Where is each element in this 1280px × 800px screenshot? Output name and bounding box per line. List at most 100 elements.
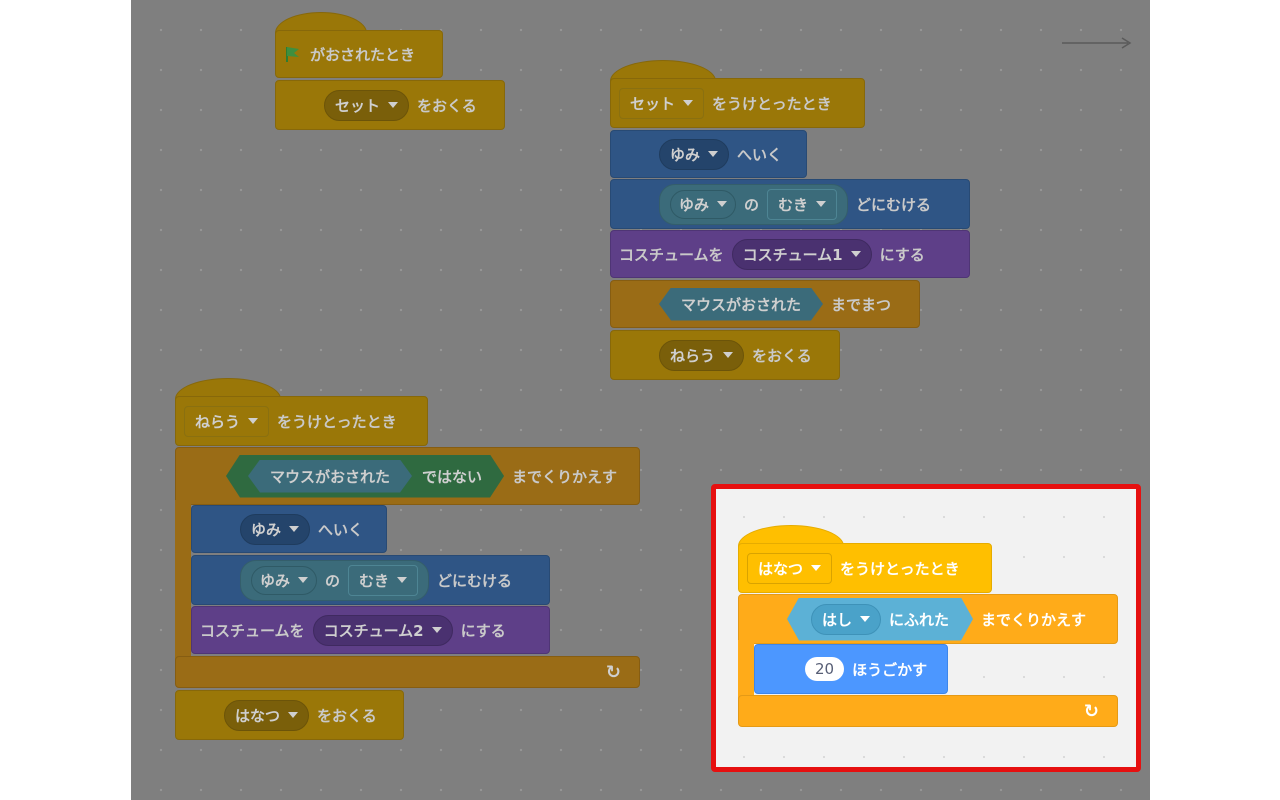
when-receive-block[interactable]: セット をうけとったとき	[610, 78, 865, 128]
when-flag-clicked-block[interactable]: がおされたとき	[275, 30, 443, 78]
broadcast-block[interactable]: ねらう をおくる	[610, 330, 840, 380]
costume-dropdown[interactable]: コスチューム2	[312, 614, 453, 646]
block-label: ほうごかす	[852, 660, 928, 679]
broadcast-block[interactable]: セット をおくる	[275, 80, 505, 130]
repeat-arm	[738, 640, 754, 700]
switch-costume-block[interactable]: コスチュームを コスチューム1 にする	[610, 230, 970, 278]
dropdown-value: コスチューム1	[742, 245, 843, 264]
property-dropdown[interactable]: むき	[767, 188, 838, 220]
target-dropdown[interactable]: ゆみ	[659, 138, 730, 170]
go-to-block[interactable]: ゆみ へいく	[191, 505, 387, 553]
repeat-bottom: ↻	[738, 695, 1118, 727]
repeat-arm	[175, 500, 191, 660]
when-receive-block[interactable]: ねらう をうけとったとき	[175, 396, 428, 446]
block-label: をおくる	[417, 96, 477, 115]
message-dropdown[interactable]: セット	[619, 87, 705, 119]
target-dropdown[interactable]: ゆみ	[240, 513, 311, 545]
arrow-icon	[1062, 37, 1132, 49]
switch-costume-block[interactable]: コスチュームを コスチューム2 にする	[191, 606, 550, 654]
dropdown-arrow-icon	[397, 577, 408, 583]
block-label: までくりかえす	[512, 467, 618, 486]
dropdown-arrow-icon	[288, 712, 299, 718]
green-flag-icon	[286, 47, 299, 62]
loop-arrow-icon: ↻	[605, 661, 621, 683]
touching-label: にふれた	[889, 610, 950, 629]
dropdown-value: はなつ	[235, 706, 281, 725]
message-dropdown[interactable]: ねらう	[659, 339, 745, 371]
dropdown-arrow-icon	[717, 201, 728, 207]
block-label: をうけとったとき	[840, 559, 960, 578]
object-dropdown[interactable]: ゆみ	[251, 565, 318, 595]
steps-input[interactable]: 20	[805, 657, 845, 681]
touching-condition[interactable]: はし にふれた	[787, 598, 973, 641]
touching-dropdown[interactable]: はし	[811, 604, 881, 635]
message-dropdown[interactable]: はなつ	[747, 552, 833, 584]
costume-dropdown[interactable]: コスチューム1	[731, 238, 872, 270]
dropdown-arrow-icon	[248, 418, 259, 424]
when-receive-block[interactable]: はなつ をうけとったとき	[738, 543, 992, 593]
dropdown-arrow-icon	[850, 251, 861, 257]
dropdown-arrow-icon	[723, 352, 734, 358]
dropdown-arrow-icon	[298, 577, 309, 583]
block-label: をおくる	[317, 706, 377, 725]
dropdown-value: ねらう	[195, 412, 241, 431]
dropdown-arrow-icon	[431, 627, 442, 633]
not-operator[interactable]: マウスがおされた ではない	[226, 455, 504, 498]
block-label: をうけとったとき	[712, 94, 832, 113]
of-label: の	[325, 571, 341, 590]
repeat-until-block[interactable]: はし にふれた までくりかえす	[738, 594, 1118, 644]
block-label: がおされたとき	[310, 45, 416, 64]
block-prefix: コスチュームを	[619, 245, 724, 264]
message-dropdown[interactable]: セット	[324, 89, 410, 121]
dropdown-value: むき	[359, 571, 390, 590]
point-in-direction-block[interactable]: ゆみ の むき どにむける	[191, 555, 550, 605]
not-label: ではない	[422, 467, 483, 486]
object-dropdown[interactable]: ゆみ	[670, 189, 737, 219]
loop-arrow-icon: ↻	[1083, 700, 1099, 722]
repeat-bottom: ↻	[175, 656, 640, 688]
block-label: までまつ	[831, 295, 892, 314]
dropdown-arrow-icon	[388, 102, 399, 108]
go-to-block[interactable]: ゆみ へいく	[610, 130, 807, 178]
dropdown-arrow-icon	[811, 565, 822, 571]
dropdown-value: はなつ	[758, 559, 804, 578]
dropdown-value: セット	[335, 96, 381, 115]
mouse-down-condition[interactable]: マウスがおされた	[248, 460, 412, 493]
wait-until-block[interactable]: マウスがおされた までまつ	[610, 280, 920, 328]
dropdown-value: ゆみ	[251, 520, 282, 539]
mouse-down-condition[interactable]: マウスがおされた	[659, 288, 823, 321]
block-label: までくりかえす	[981, 610, 1087, 629]
dropdown-arrow-icon	[683, 100, 694, 106]
dropdown-value: はし	[822, 610, 853, 629]
repeat-until-block[interactable]: マウスがおされた ではない までくりかえす	[175, 447, 640, 505]
message-dropdown[interactable]: はなつ	[224, 699, 310, 731]
dropdown-value: ゆみ	[260, 571, 291, 590]
move-steps-block[interactable]: 20 ほうごかす	[754, 644, 948, 694]
property-dropdown[interactable]: むき	[348, 564, 419, 596]
broadcast-block[interactable]: はなつ をおくる	[175, 690, 404, 740]
point-in-direction-block[interactable]: ゆみ の むき どにむける	[610, 179, 970, 229]
message-dropdown[interactable]: ねらう	[184, 405, 270, 437]
block-label: をうけとったとき	[277, 412, 397, 431]
block-label: どにむける	[437, 571, 513, 590]
dropdown-value: ゆみ	[679, 195, 710, 214]
block-suffix: にする	[460, 621, 506, 640]
dropdown-value: コスチューム2	[323, 621, 424, 640]
dropdown-value: セット	[630, 94, 676, 113]
dropdown-arrow-icon	[860, 616, 870, 622]
dropdown-arrow-icon	[289, 526, 300, 532]
block-label: をおくる	[752, 346, 812, 365]
block-label: へいく	[318, 520, 364, 539]
dropdown-value: むき	[778, 195, 809, 214]
dropdown-value: ゆみ	[670, 145, 701, 164]
block-label: へいく	[737, 145, 783, 164]
sensing-of-reporter[interactable]: ゆみ の むき	[659, 183, 849, 225]
dropdown-arrow-icon	[816, 201, 827, 207]
dropdown-arrow-icon	[708, 151, 719, 157]
sensing-of-reporter[interactable]: ゆみ の むき	[240, 559, 430, 601]
block-prefix: コスチュームを	[200, 621, 305, 640]
dropdown-value: ねらう	[670, 346, 716, 365]
block-suffix: にする	[879, 245, 925, 264]
block-label: どにむける	[856, 195, 932, 214]
of-label: の	[744, 195, 760, 214]
